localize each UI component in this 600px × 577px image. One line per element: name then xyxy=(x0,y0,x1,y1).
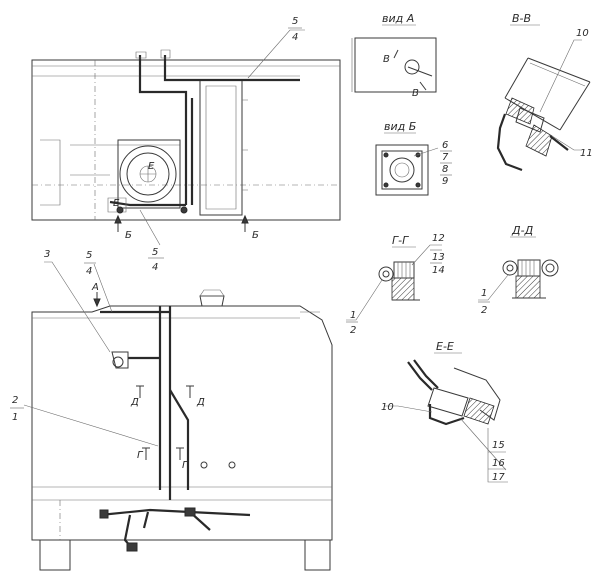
cut-mark-v-top: В xyxy=(383,54,390,65)
callout-dd-2: 2 xyxy=(481,305,487,316)
cut-mark-e: Е xyxy=(148,161,155,172)
cut-mark-v-bottom: В xyxy=(412,88,419,99)
callout-top-4: 4 xyxy=(292,32,298,43)
section-vv-title: В-В xyxy=(512,12,531,25)
section-dd-title: Д-Д xyxy=(511,224,534,237)
callout-gg-13: 13 xyxy=(432,252,445,263)
cut-mark-b-left: Б xyxy=(125,230,132,241)
callout-side-4: 4 xyxy=(86,266,92,277)
view-a: вид А В В xyxy=(351,12,437,99)
callout-vb-9: 9 xyxy=(442,176,448,187)
callout-gg-2: 2 xyxy=(350,325,356,336)
cut-mark-d-left: Д xyxy=(130,397,139,408)
cut-mark-g-left: Г xyxy=(137,450,144,461)
cut-mark-b-right: Б xyxy=(252,230,259,241)
view-b-title: вид Б xyxy=(384,120,416,133)
callout-vv-11: 11 xyxy=(580,148,593,159)
callout-side-1: 1 xyxy=(12,412,18,423)
view-a-title: вид А xyxy=(382,12,414,25)
callout-ee-15: 15 xyxy=(492,440,505,451)
section-ee-title: Е-Е xyxy=(436,340,454,353)
callout-gg-12: 12 xyxy=(432,233,445,244)
callout-dd-1: 1 xyxy=(481,288,487,299)
callout-mid-4: 4 xyxy=(152,262,158,273)
cut-mark-d-right: Д xyxy=(196,397,205,408)
top-view: Б Б Е Е 5 4 5 4 xyxy=(31,16,341,273)
callout-mid-5: 5 xyxy=(152,247,158,258)
callout-vv-10: 10 xyxy=(576,28,589,39)
callout-ee-10: 10 xyxy=(381,402,394,413)
section-gg-title: Г-Г xyxy=(392,234,409,247)
callout-side-2: 2 xyxy=(12,395,18,406)
section-v-v: В-В 10 11 xyxy=(496,12,593,172)
cut-mark-a: А xyxy=(91,282,99,293)
view-b: вид Б 6 7 8 9 xyxy=(375,120,452,196)
side-view: Д Д Г Г А 3 5 4 2 1 xyxy=(10,249,333,571)
section-d-d: Д-Д 1 2 xyxy=(478,224,559,316)
section-e-e: Е-Е 10 15 16 17 xyxy=(381,340,508,483)
cut-mark-g-right: Г xyxy=(182,460,189,471)
callout-top-5: 5 xyxy=(292,16,298,27)
callout-side-5: 5 xyxy=(86,250,92,261)
callout-gg-14: 14 xyxy=(432,265,445,276)
callout-ee-16: 16 xyxy=(492,458,505,469)
callout-side-3: 3 xyxy=(44,249,50,260)
section-g-g: Г-Г 12 13 14 1 2 xyxy=(346,233,445,336)
callout-vb-7: 7 xyxy=(442,152,449,163)
cut-mark-e-small: Е xyxy=(113,198,120,209)
callout-vb-8: 8 xyxy=(442,164,448,175)
callout-ee-17: 17 xyxy=(492,472,505,483)
callout-gg-1: 1 xyxy=(350,310,356,321)
callout-vb-6: 6 xyxy=(442,140,448,151)
